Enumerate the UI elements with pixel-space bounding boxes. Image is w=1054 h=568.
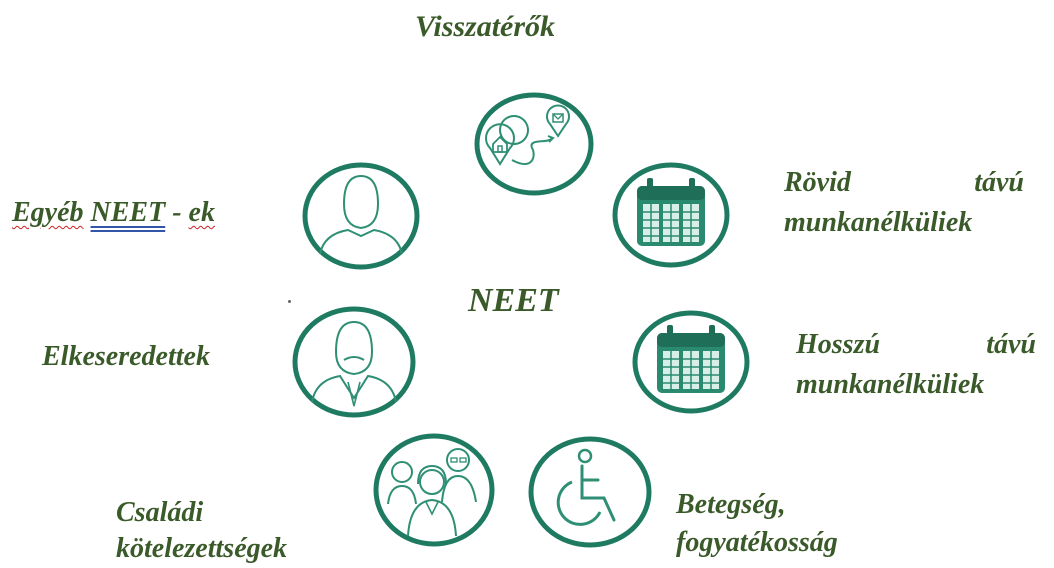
label-other-word1: Egyéb (12, 197, 84, 228)
label-short-term-line1a: Rövid (784, 167, 851, 198)
stray-dot (288, 300, 291, 303)
label-family-line1: Családi (116, 497, 204, 528)
circle-short-term (612, 162, 730, 268)
circle-discouraged (292, 306, 416, 418)
label-long-term-line1b: távú (986, 329, 1036, 360)
label-other-neets: Egyéb NEET - ek (12, 196, 215, 230)
label-short-term-line1b: távú (974, 167, 1024, 198)
label-short-term-line2: munkanélküliek (784, 207, 973, 238)
circle-returners (474, 92, 594, 196)
home-route-icon (474, 92, 594, 196)
label-other-word3: ek (188, 197, 215, 228)
label-family-obligations: Családi kötelezettségek (116, 496, 287, 566)
label-long-term-line1a: Hosszú (796, 329, 881, 360)
circle-illness (528, 436, 652, 548)
label-other-word2: NEET (90, 197, 166, 228)
label-illness-line2: fogyatékosság (676, 527, 838, 558)
label-other-sep: - (165, 197, 189, 228)
label-returners: Visszatérők (415, 10, 556, 43)
label-discouraged: Elkeseredettek (42, 341, 210, 372)
wheelchair-icon (528, 436, 652, 548)
label-illness-disability: Betegség, fogyatékosság (676, 488, 838, 560)
circle-other-neets (302, 162, 420, 270)
center-label-neet: NEET (468, 282, 559, 319)
label-illness-line1: Betegség, (676, 489, 786, 520)
label-long-term-line2: munkanélküliek (796, 369, 985, 400)
circle-long-term (632, 310, 750, 414)
label-family-line2: kötelezettségek (116, 533, 288, 564)
calendar-icon (632, 310, 750, 414)
circle-family (372, 432, 496, 548)
family-icon (373, 433, 495, 547)
label-short-term-unemployed: Rövid távú munkanélküliek (784, 166, 1024, 240)
calendar-icon (612, 162, 730, 268)
person-icon (302, 162, 420, 270)
elderly-man-icon (292, 306, 416, 418)
label-long-term-unemployed: Hosszú távú munkanélküliek (796, 328, 1036, 402)
